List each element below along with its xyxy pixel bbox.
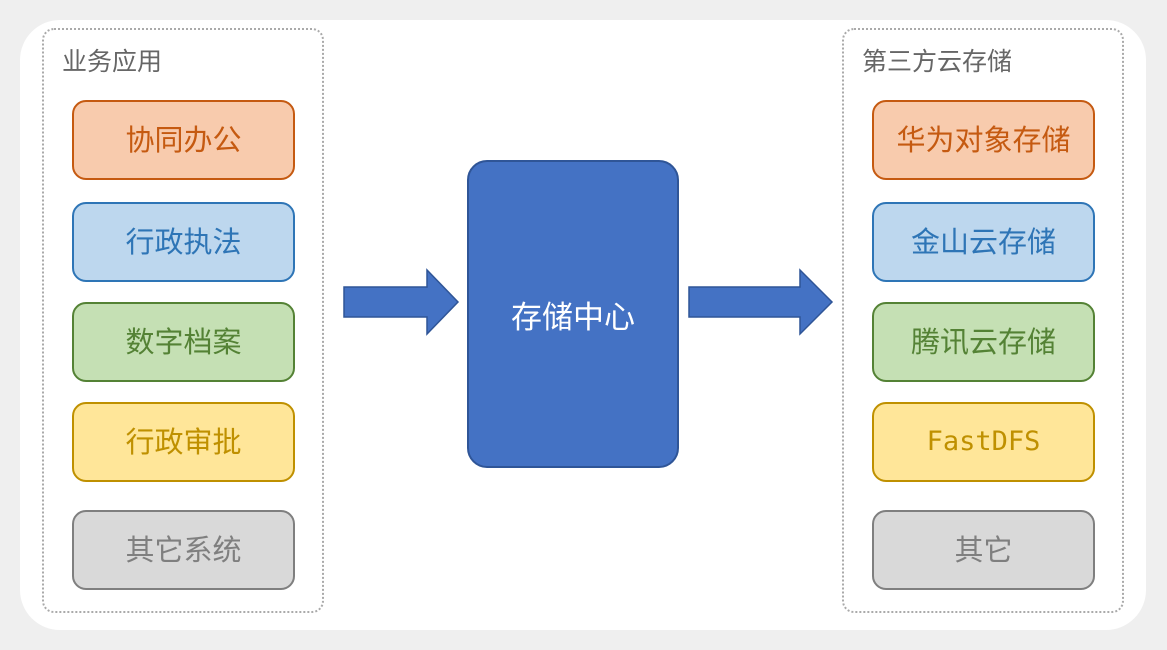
node-other: 其它: [872, 510, 1095, 590]
arrow-right-icon: [688, 268, 834, 336]
node-collaborative-office: 协同办公: [72, 100, 295, 180]
group-title: 业务应用: [62, 47, 163, 76]
storage-center-node: 存储中心: [467, 160, 679, 468]
group-title: 第三方云存储: [862, 47, 1013, 76]
node-admin-enforcement: 行政执法: [72, 202, 295, 282]
node-admin-approval: 行政审批: [72, 402, 295, 482]
node-fastdfs: FastDFS: [872, 402, 1095, 482]
storage-center-label: 存储中心: [511, 299, 635, 336]
arrow-right-icon: [343, 268, 460, 336]
node-tencent-cloud: 腾讯云存储: [872, 302, 1095, 382]
business-apps-group: 业务应用: [42, 28, 324, 613]
third-party-storage-group: 第三方云存储: [842, 28, 1124, 613]
node-other-systems: 其它系统: [72, 510, 295, 590]
node-kingsoft-cloud: 金山云存储: [872, 202, 1095, 282]
node-huawei-obs: 华为对象存储: [872, 100, 1095, 180]
node-digital-archive: 数字档案: [72, 302, 295, 382]
